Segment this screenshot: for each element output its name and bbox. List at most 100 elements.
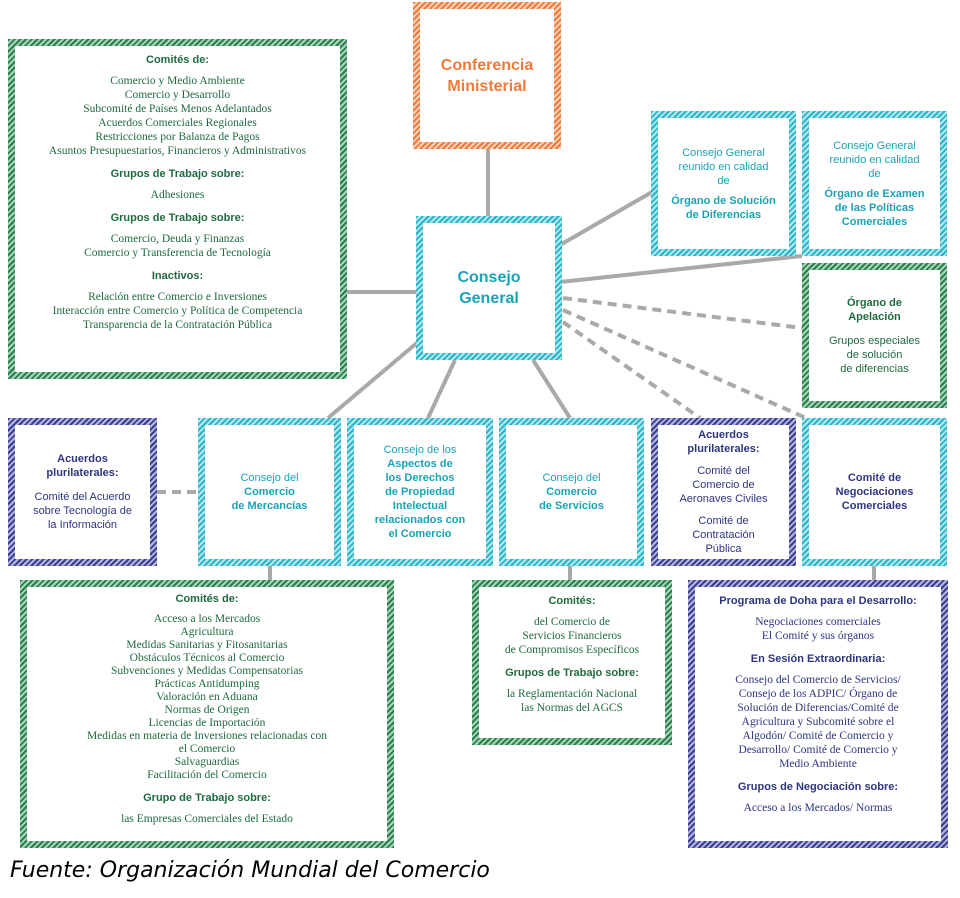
services-committees-box: Comités: del Comercio de Servicios Finan… — [472, 580, 672, 745]
item-asuntos-presupuestarios: Asuntos Presupuestarios, Financieros y A… — [48, 145, 307, 157]
osd-bold-2: de Diferencias — [685, 208, 762, 221]
connector-consejo-adpic — [426, 359, 457, 419]
osd-pre-1: Consejo General — [682, 146, 765, 159]
doha-heading-sesion: En Sesión Extraordinaria: — [750, 653, 886, 665]
comite-negociaciones-comerciales-box: Comité de Negociaciones Comerciales — [802, 418, 947, 566]
connector-consejo-pluri-right — [561, 320, 702, 420]
pluri-right-bold-2: plurilaterales: — [687, 443, 760, 455]
item-subcomite-pma: Subcomité de Países Menos Adelantados — [83, 103, 272, 115]
oepc-bold-3: Comerciales — [841, 215, 908, 228]
services-item-3: de Compromisos Específicos — [504, 644, 640, 656]
pluri-left-bold-2: plurilaterales: — [46, 467, 119, 479]
adpic-bold-4: Intelectual — [392, 500, 448, 512]
doha-heading-grupos: Grupos de Negociación sobre: — [737, 781, 899, 793]
goods-item-11: el Comercio — [178, 743, 236, 755]
servicios-bold-1: Comercio — [546, 486, 597, 498]
item-deuda-finanzas: Comercio, Deuda y Finanzas — [110, 233, 245, 245]
doha-heading-programa: Programa de Doha para el Desarrollo: — [719, 595, 917, 607]
organo-apelacion-box: Órgano de Apelación Grupos especiales de… — [802, 263, 947, 408]
doha-item-10: Acceso a los Mercados/ Normas — [743, 802, 893, 814]
goods-item-3: Medidas Sanitarias y Fitosanitarias — [126, 639, 288, 651]
organo-solucion-diferencias-box: Consejo General reunido en calidad de Ór… — [651, 111, 796, 256]
services-heading-comites: Comités: — [548, 595, 596, 607]
item-comercio-medio-ambiente: Comercio y Medio Ambiente — [110, 75, 245, 87]
programa-doha-box: Programa de Doha para el Desarrollo: Neg… — [688, 580, 948, 848]
adpic-bold-5: relacionados con — [374, 514, 466, 526]
osd-bold-1: Órgano de Solución — [671, 194, 776, 207]
goods-heading-comites: Comités de: — [175, 593, 239, 605]
pluri-right-l1-3: Aeronaves Civiles — [679, 493, 768, 505]
connector-consejo-oepc — [559, 254, 803, 284]
goods-item-2: Agricultura — [180, 626, 234, 638]
services-heading-grupos: Grupos de Trabajo sobre: — [505, 667, 639, 679]
pluri-left-bold-1: Acuerdos — [57, 453, 108, 465]
item-transferencia-tecnologia: Comercio y Transferencia de Tecnología — [84, 247, 271, 259]
acuerdos-plurilaterales-ti-box: Acuerdos plurilaterales: Comité del Acue… — [8, 418, 157, 566]
pluri-right-bold-1: Acuerdos — [698, 429, 749, 441]
goods-item-13: Facilitación del Comercio — [147, 769, 267, 781]
source-caption: Fuente: Organización Mundial del Comerci… — [10, 858, 490, 883]
heading-inactivos: Inactivos: — [151, 270, 204, 282]
doha-item-6: Agricultura y Subcomité sobre el — [741, 716, 895, 728]
goods-item-12: Salvaguardias — [174, 756, 240, 768]
connector-consejo-servicios — [531, 358, 572, 420]
heading-grupos-trabajo-1: Grupos de Trabajo sobre: — [110, 168, 245, 180]
connector-consejo-osd — [559, 190, 653, 247]
doha-item-5: Solución de Diferencias/Comité de — [737, 702, 899, 714]
osd-pre-3: de — [717, 174, 730, 187]
goods-item-empresas-estado: las Empresas Comerciales del Estado — [121, 813, 293, 825]
pluri-right-l2-2: Contratación — [692, 529, 755, 541]
conferencia-ministerial-box: Conferencia Ministerial — [413, 2, 561, 149]
services-item-1: del Comercio de — [533, 616, 610, 628]
doha-item-4: Consejo de los ADPIC/ Órgano de — [738, 688, 898, 700]
oepc-pre-2: reunido en calidad — [829, 153, 920, 166]
consejo-comercio-servicios-box: Consejo del Comercio de Servicios — [499, 418, 644, 566]
cnc-bold-1: Comité de — [847, 472, 902, 484]
adpic-bold-2: los Derechos — [385, 472, 455, 484]
apelacion-bold-1: Órgano de — [846, 296, 902, 309]
goods-item-4: Obstáculos Técnicos al Comercio — [129, 652, 285, 664]
goods-item-7: Valoración en Aduana — [156, 691, 258, 703]
item-adhesiones: Adhesiones — [150, 189, 205, 201]
goods-item-6: Prácticas Antidumping — [154, 678, 260, 690]
goods-item-10: Medidas en materia de Inversiones relaci… — [86, 730, 328, 742]
item-acuerdos-regionales: Acuerdos Comerciales Regionales — [98, 117, 257, 129]
doha-item-8: Desarrollo/ Comité de Comercio y — [738, 744, 898, 756]
mercancias-bold-2: de Mercancías — [231, 500, 308, 512]
osd-pre-2: reunido en calidad — [678, 160, 769, 173]
item-contratacion-publica: Transparencia de la Contratación Pública — [82, 319, 273, 331]
pluri-right-l2-1: Comité de — [698, 515, 749, 527]
servicios-pre: Consejo del — [542, 472, 601, 484]
apelacion-bold-2: Apelación — [848, 310, 901, 323]
connector-consejo-mercancias — [326, 340, 420, 420]
consejo-adpic-box: Consejo de los Aspectos de los Derechos … — [347, 418, 493, 566]
item-comercio-inversiones: Relación entre Comercio e Inversiones — [88, 291, 267, 303]
goods-heading-grupo: Grupo de Trabajo sobre: — [143, 792, 271, 804]
item-comercio-desarrollo: Comercio y Desarrollo — [124, 89, 231, 101]
pluri-left-line-2: sobre Tecnología de — [33, 505, 132, 517]
servicios-bold-2: de Servicios — [539, 500, 604, 512]
services-item-5: las Normas del AGCS — [521, 702, 623, 714]
pluri-right-l1-1: Comité del — [697, 465, 750, 477]
consejo-general-line-1: Consejo — [457, 269, 521, 286]
consejo-comercio-mercancias-box: Consejo del Comercio de Mercancías — [198, 418, 341, 566]
item-balanza-pagos: Restricciones por Balanza de Pagos — [95, 131, 260, 143]
doha-item-7: Algodón/ Comité de Comercio y — [742, 730, 894, 742]
organo-examen-politicas-box: Consejo General reunido en calidad de Ór… — [802, 111, 947, 256]
adpic-bold-1: Aspectos de — [387, 458, 453, 470]
pluri-left-line-3: la Información — [47, 519, 118, 531]
cnc-bold-3: Comerciales — [841, 500, 908, 512]
oepc-bold-2: de las Políticas — [834, 201, 915, 214]
conferencia-line-2: Ministerial — [447, 77, 527, 95]
cnc-bold-2: Negociaciones — [835, 486, 914, 498]
goods-item-8: Normas de Origen — [164, 704, 250, 716]
goods-item-9: Licencias de Importación — [148, 717, 266, 729]
heading-comites: Comités de: — [146, 54, 209, 66]
pluri-right-l1-2: Comercio de — [692, 479, 755, 491]
mercancias-bold-1: Comercio — [244, 486, 295, 498]
pluri-right-l2-3: Pública — [705, 543, 742, 555]
consejo-general-line-2: General — [459, 290, 519, 307]
services-item-2: Servicios Financieros — [522, 630, 622, 642]
oepc-bold-1: Órgano de Examen — [824, 187, 925, 200]
